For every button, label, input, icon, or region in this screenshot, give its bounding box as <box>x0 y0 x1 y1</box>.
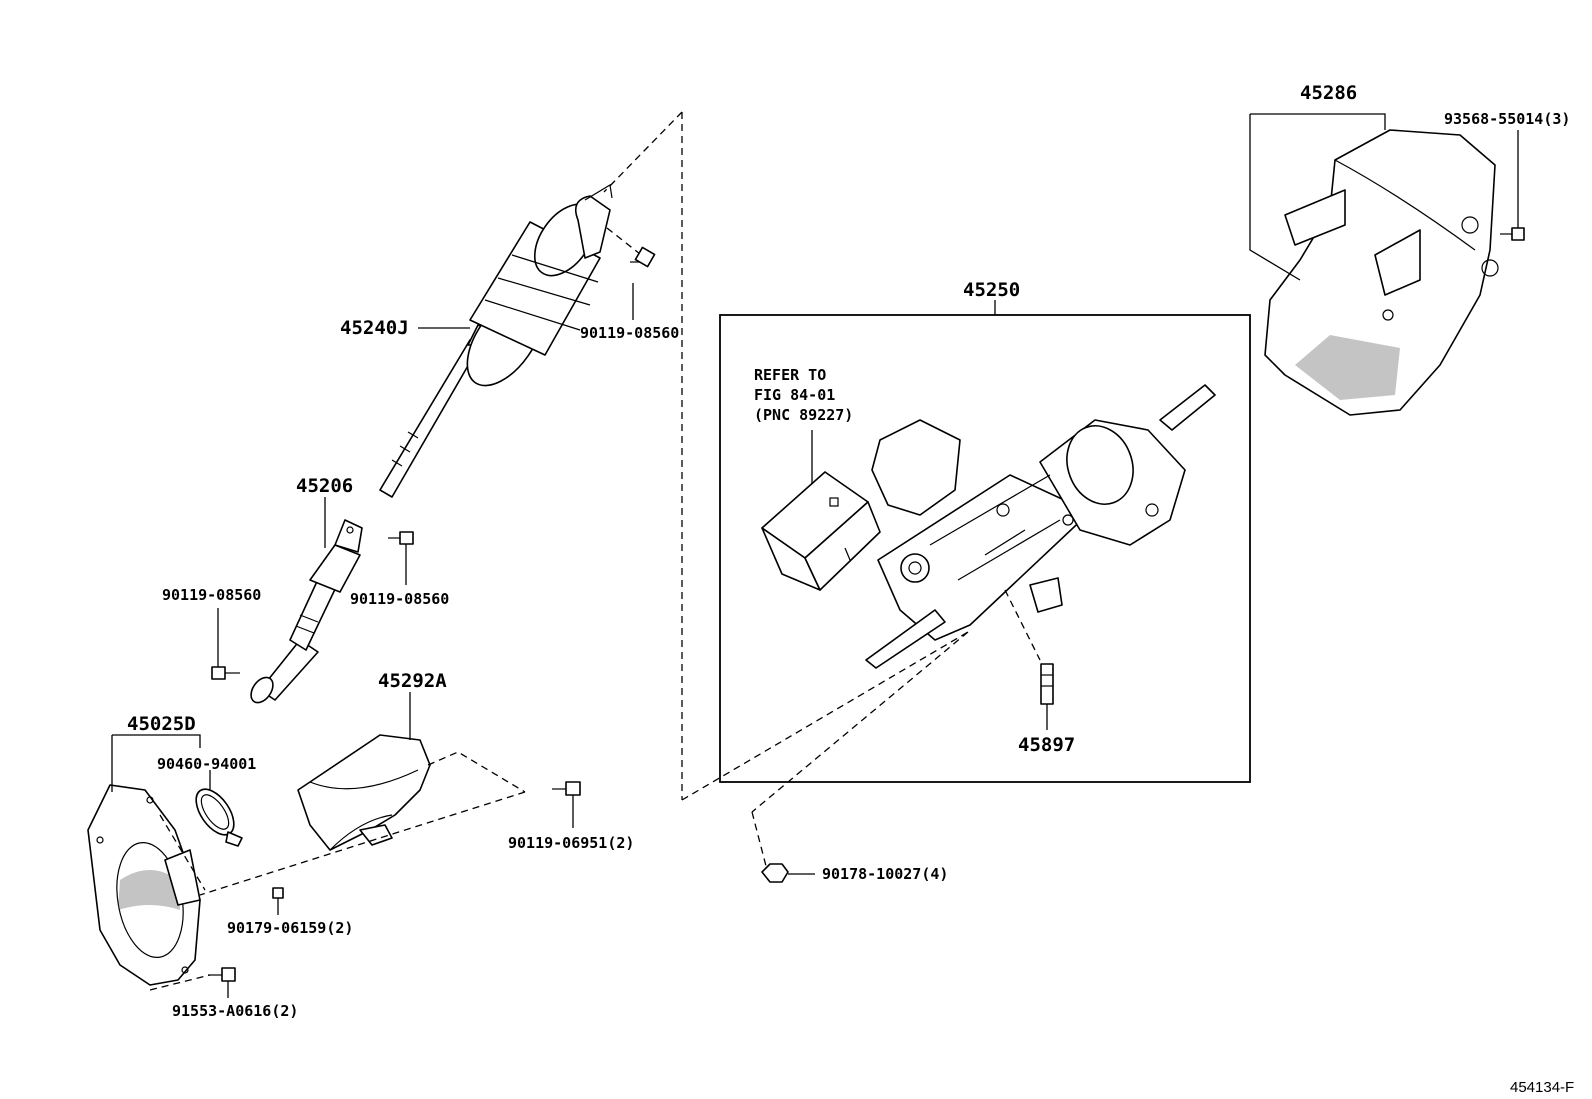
dash-45292A <box>427 751 526 793</box>
sensor-45897[interactable] <box>1040 663 1054 705</box>
nut-06159[interactable] <box>272 887 284 899</box>
label-45250: 45250 <box>963 279 1020 301</box>
screw-55014[interactable] <box>1500 227 1525 241</box>
ecu-module[interactable] <box>761 471 881 591</box>
label-90119-06951: 90119-06951(2) <box>508 834 634 852</box>
label-90119-08560-mid: 90119-08560 <box>350 590 449 608</box>
label-45897: 45897 <box>1018 734 1075 756</box>
label-90460-94001: 90460-94001 <box>157 755 256 773</box>
dash-45292A-b <box>199 791 526 896</box>
dash-45025D-b <box>149 974 211 991</box>
bolt-top[interactable] <box>606 227 656 268</box>
leader-45025D <box>112 734 201 748</box>
label-90178-10027: 90178-10027(4) <box>822 865 948 883</box>
label-45025D: 45025D <box>127 713 196 735</box>
label-90179-06159: 90179-06159(2) <box>227 919 353 937</box>
refer-note-line3: (PNC 89227) <box>754 406 853 424</box>
label-90119-08560-left: 90119-08560 <box>162 586 261 604</box>
label-90119-08560-top: 90119-08560 <box>580 324 679 342</box>
refer-note-line2: FIG 84-01 <box>754 386 835 404</box>
label-91553-A0616: 91553-A0616(2) <box>172 1002 298 1020</box>
bolt-mid[interactable] <box>388 531 414 545</box>
steering-column-45250[interactable] <box>865 384 1216 669</box>
label-45206: 45206 <box>296 475 353 497</box>
dash-45025D <box>159 814 206 891</box>
seal-ring-90460[interactable] <box>189 783 243 847</box>
dash-45897 <box>1004 589 1041 661</box>
nut-10027[interactable] <box>761 863 789 883</box>
refer-note-line1: REFER TO <box>754 366 826 384</box>
label-45292A: 45292A <box>378 670 447 692</box>
universal-joint-45206[interactable] <box>247 519 363 707</box>
bolt-06951[interactable] <box>552 781 581 796</box>
column-assembly-frame <box>719 314 1251 783</box>
column-hole-cover-45292A[interactable] <box>297 734 431 851</box>
column-hole-plate-45025D[interactable] <box>87 784 201 986</box>
intermediate-shaft-45240J[interactable] <box>379 184 613 498</box>
label-93568-55014: 93568-55014(3) <box>1444 110 1570 128</box>
label-45240J: 45240J <box>340 317 409 339</box>
label-45286: 45286 <box>1300 82 1357 104</box>
bolt-A0616[interactable] <box>208 967 236 982</box>
leader-45286-b <box>1249 114 1301 281</box>
bolt-left[interactable] <box>211 666 240 680</box>
column-cover-45286[interactable] <box>1264 129 1499 416</box>
leader-45286 <box>1250 113 1386 130</box>
figure-code: 454134-F <box>1510 1079 1574 1096</box>
